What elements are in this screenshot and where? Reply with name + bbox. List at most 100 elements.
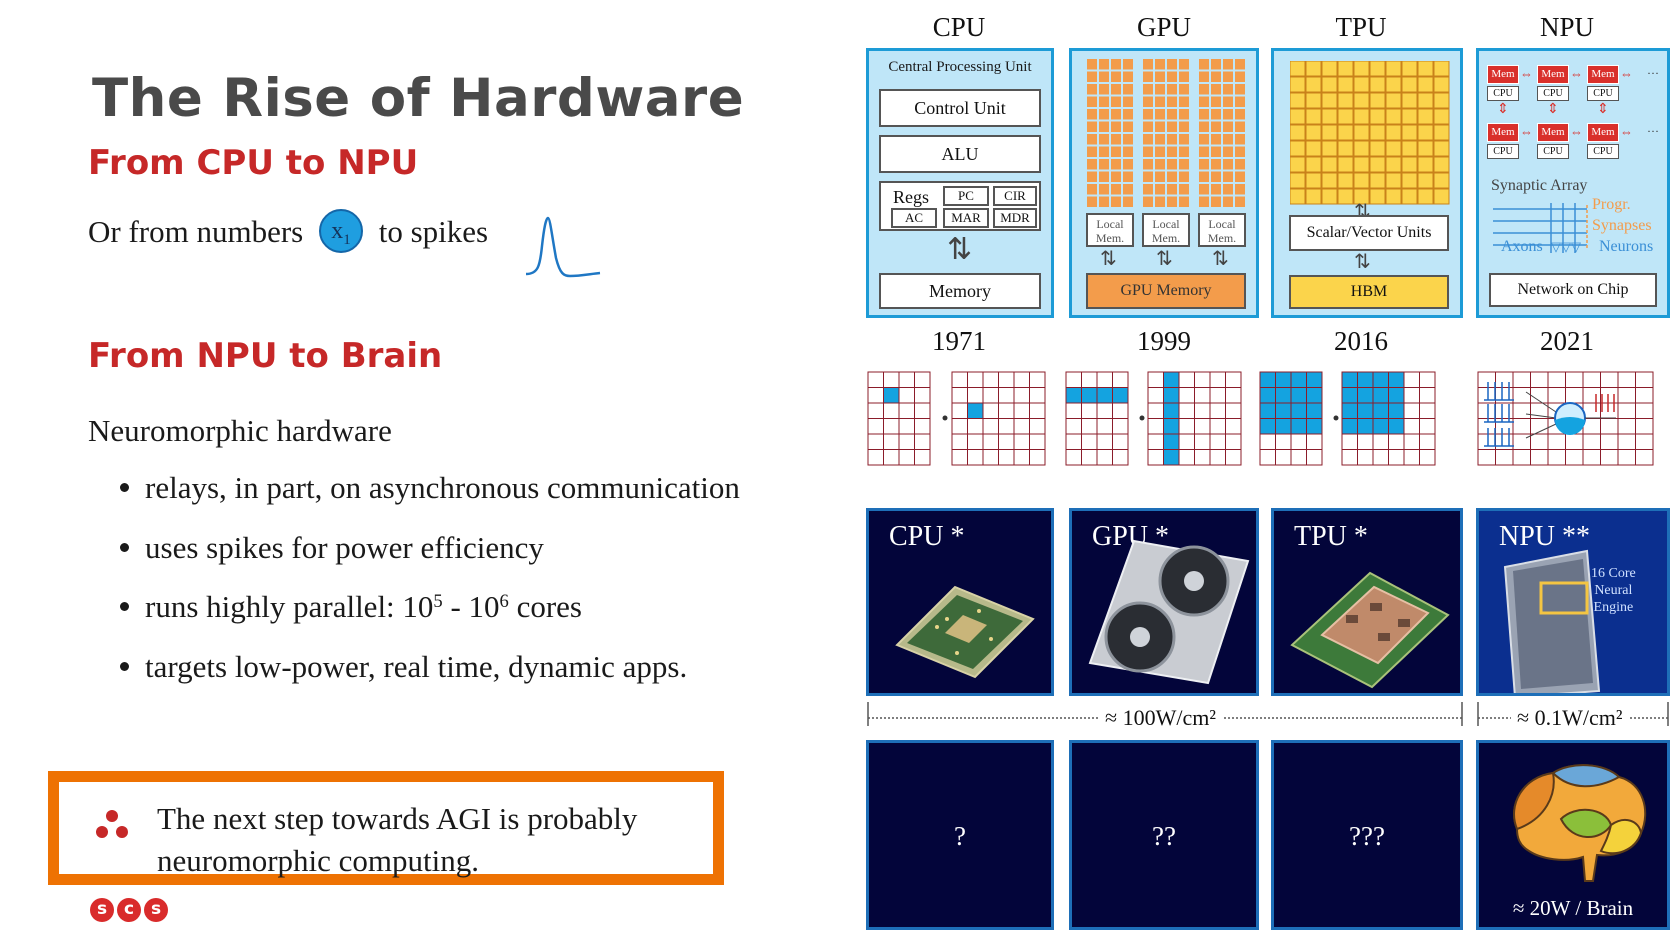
- tpu-cell: [1337, 124, 1354, 141]
- grid-cell: [1225, 371, 1242, 388]
- tpu-cell: [1321, 140, 1338, 157]
- logo-circle: c: [117, 898, 141, 922]
- npu-link-arrow: ⇔: [1620, 124, 1633, 139]
- grid-cell: [1617, 418, 1636, 435]
- gpu-core: [1123, 121, 1133, 132]
- gpu-core: [1099, 159, 1109, 170]
- grid-cell: [1617, 449, 1636, 466]
- grid-cell: [1112, 371, 1129, 388]
- tpu-cell: [1433, 76, 1450, 93]
- grid-cell: [1419, 418, 1436, 435]
- gpu-core: [1223, 71, 1233, 82]
- grid-cell: [898, 371, 915, 388]
- grid-cell: [1372, 449, 1389, 466]
- bullet-item: targets low-power, real time, dynamic ap…: [120, 649, 687, 685]
- grid-cell: [1582, 371, 1601, 388]
- npu-mem-block: Mem: [1487, 123, 1519, 142]
- grid-cell: [1065, 387, 1082, 404]
- gpu-core: [1199, 171, 1209, 182]
- grid-cell: [1081, 371, 1098, 388]
- grid-cell: [1178, 387, 1195, 404]
- grid-cell: [1081, 433, 1098, 450]
- grid-cell: [1259, 449, 1276, 466]
- gpu-core: [1143, 59, 1153, 70]
- callout-line: The next step towards AGI is probably: [157, 801, 638, 836]
- grid-cell: [914, 433, 931, 450]
- tpu-cell: [1321, 76, 1338, 93]
- bullet-item: relays, in part, on asynchronous communi…: [120, 470, 740, 506]
- tpu-cell: [1385, 172, 1402, 189]
- gpu-card-icon: [1088, 539, 1250, 685]
- grid-cell: [1530, 371, 1549, 388]
- gpu-core: [1155, 96, 1165, 107]
- grid-cell: [1225, 433, 1242, 450]
- bullet-text: targets low-power, real time, dynamic ap…: [145, 649, 688, 684]
- grid-cell: [1565, 449, 1584, 466]
- grid-cell: [1065, 371, 1082, 388]
- gpu-core: [1167, 171, 1177, 182]
- grid-cell: [1495, 433, 1514, 450]
- gpu-core: [1099, 96, 1109, 107]
- grid-cell: [1163, 449, 1180, 466]
- grid-cell: [1306, 449, 1323, 466]
- grid-cell: [883, 371, 900, 388]
- gpu-core: [1099, 121, 1109, 132]
- grid-cell: [1194, 371, 1211, 388]
- computation-pattern-diagrams: [867, 371, 1654, 466]
- grid-cell: [1403, 371, 1420, 388]
- grid-cell: [1029, 371, 1046, 388]
- tpu-cell: [1321, 188, 1338, 205]
- grid-cell: [982, 449, 999, 466]
- grid-cell: [883, 433, 900, 450]
- tpu-cell: [1385, 124, 1402, 141]
- bullet-text: uses spikes for power efficiency: [145, 530, 544, 565]
- grid-cell: [1635, 449, 1654, 466]
- grid-cell: [1290, 449, 1307, 466]
- grid-cell: [883, 418, 900, 435]
- tpu-cell: [1337, 92, 1354, 109]
- gpu-core: [1143, 159, 1153, 170]
- grid-cell: [1547, 449, 1566, 466]
- cpu-photo: CPU *: [866, 508, 1054, 696]
- gpu-core: [1143, 96, 1153, 107]
- grid-cell: [1341, 418, 1358, 435]
- tpu-cell: [1321, 156, 1338, 173]
- gpu-core: [1087, 146, 1097, 157]
- grid-cell: [1065, 433, 1082, 450]
- cir-register: CIR: [993, 186, 1037, 206]
- grid-cell: [1306, 387, 1323, 404]
- gpu-core: [1099, 146, 1109, 157]
- tpu-cell: [1385, 108, 1402, 125]
- gpu-core: [1211, 134, 1221, 145]
- spikes-text: to spikes: [378, 214, 489, 250]
- three-dots-icon: [96, 810, 128, 838]
- gpu-core: [1211, 84, 1221, 95]
- gpu-core: [1211, 159, 1221, 170]
- tpu-cell: [1337, 156, 1354, 173]
- mar-register: MAR: [943, 208, 989, 228]
- grid-cell: [1096, 371, 1113, 388]
- grid-cell: [1617, 433, 1636, 450]
- question-mark: ??: [1152, 821, 1176, 851]
- grid-cell: [867, 449, 884, 466]
- grid-cell: [1495, 371, 1514, 388]
- gpu-core: [1235, 84, 1245, 95]
- grid-cell: [1081, 418, 1098, 435]
- grid-cell: [1388, 371, 1405, 388]
- gpu-core: [1211, 109, 1221, 120]
- gpu-core: [1199, 71, 1209, 82]
- grid-cell: [1477, 402, 1496, 419]
- gpu-core: [1155, 171, 1165, 182]
- tpu-cell: [1385, 188, 1402, 205]
- grid-cell: [1275, 402, 1292, 419]
- grid-cell: [982, 402, 999, 419]
- grid-cell: [1112, 449, 1129, 466]
- pc-register: PC: [943, 186, 989, 206]
- tpu-cell: [1290, 172, 1306, 189]
- hbm-box: HBM: [1289, 275, 1449, 309]
- numbers-to-spikes-line: Or from numbers x1 to spikes: [88, 209, 489, 257]
- gpu-core: [1167, 196, 1177, 207]
- grid-cell: [1029, 449, 1046, 466]
